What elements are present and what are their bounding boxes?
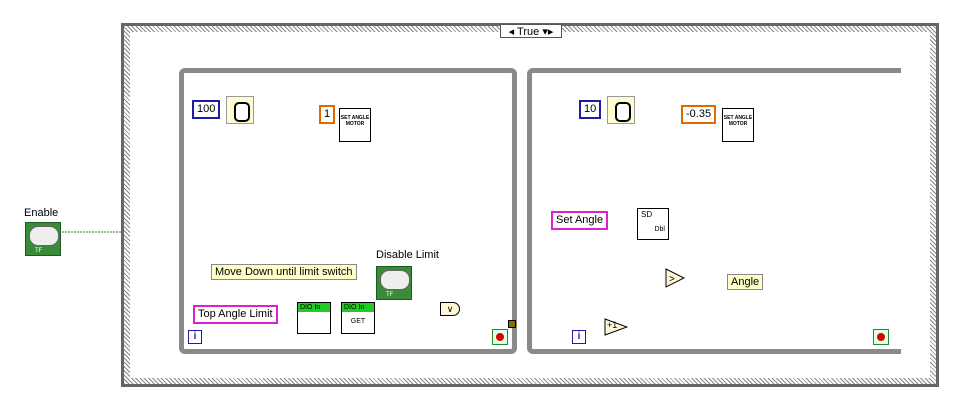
svg-text:>: >	[669, 274, 675, 285]
wait-clock-icon-2	[607, 96, 635, 124]
iteration-terminal-2: i	[572, 330, 586, 344]
set-angle-control[interactable]: Set Angle	[551, 211, 609, 230]
case-selector-value: True	[517, 26, 540, 38]
sd-label: SD	[641, 210, 653, 219]
motor-value-constant-2[interactable]: -0.35	[681, 105, 717, 124]
enable-control[interactable]	[25, 222, 61, 256]
wait-ms-constant-2[interactable]: 10	[579, 100, 602, 119]
set-angle-motor-subvi[interactable]: SET ANGLE MOTOR	[339, 108, 371, 142]
comment-label: Move Down until limit switch	[211, 264, 357, 280]
chevron-down-icon[interactable]: ▾▸	[542, 26, 554, 38]
increment-label: +1	[607, 320, 618, 330]
dbl-label: Dbl	[654, 226, 665, 233]
or-gate[interactable]: ∨	[440, 302, 460, 316]
increment-node[interactable]: +1	[604, 318, 629, 336]
dio-in-open-node[interactable]: DIO In	[297, 302, 331, 334]
get-label: GET	[350, 318, 366, 325]
set-angle-motor-subvi-2[interactable]: SET ANGLE MOTOR	[722, 108, 754, 142]
stop-terminal-2[interactable]	[873, 329, 889, 345]
motor-value-constant[interactable]: 1	[319, 105, 336, 124]
wait-clock-icon	[226, 96, 254, 124]
decrement-arrow-icon[interactable]: ◂	[508, 26, 515, 38]
dio-in-label: DIO In	[298, 303, 330, 312]
case-selector[interactable]: ◂ True ▾▸	[500, 24, 562, 38]
wait-ms-constant[interactable]: 100	[192, 100, 221, 119]
smartdashboard-get-node[interactable]: SD Dbl	[637, 208, 669, 240]
disable-limit-label: Disable Limit	[376, 249, 439, 261]
stop-terminal-1[interactable]	[492, 329, 508, 345]
dio-in-get-node[interactable]: DIO In GET	[341, 302, 375, 334]
dio-in-label-2: DIO In	[342, 303, 374, 312]
top-angle-limit-control[interactable]: Top Angle Limit	[193, 305, 278, 324]
shift-tunnel-left	[508, 320, 516, 328]
angle-indicator-label: Angle	[727, 274, 764, 290]
disable-limit-control[interactable]	[376, 266, 412, 300]
enable-label: Enable	[24, 207, 59, 219]
iteration-terminal-1: i	[188, 330, 202, 344]
greater-than-node[interactable]: >	[665, 268, 686, 288]
